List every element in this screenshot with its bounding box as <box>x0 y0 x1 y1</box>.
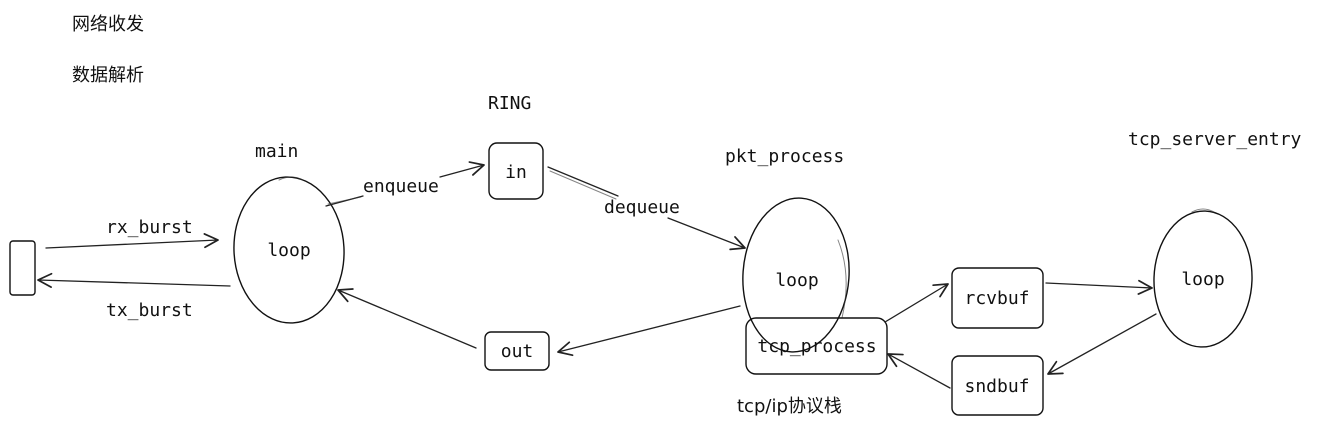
tcp-ip-stack-label: tcp/ip协议栈 <box>737 396 842 417</box>
server-loop-label: loop <box>1181 269 1224 290</box>
rcvbuf-label: rcvbuf <box>964 288 1029 309</box>
out-to-main-arrow <box>337 288 477 349</box>
pkt-loop-label: loop <box>775 270 818 291</box>
dequeue-arrow <box>547 166 746 251</box>
pkt-process-label: pkt_process <box>725 146 844 167</box>
rx-burst-arrow <box>45 233 219 249</box>
pkt-to-out-arrow <box>557 305 741 357</box>
main-label: main <box>255 141 298 162</box>
dequeue-label: dequeue <box>604 197 680 218</box>
enqueue-arrow <box>325 161 485 207</box>
tx-burst-arrow <box>37 272 231 288</box>
tcp-process-label: tcp_process <box>757 336 876 357</box>
server-to-sndbuf-arrow <box>1047 313 1157 375</box>
ring-out-node: out <box>484 331 550 371</box>
ring-label: RING <box>488 93 531 114</box>
pkt-loop-node: loop <box>742 197 850 353</box>
server-loop-node: loop <box>1153 208 1253 348</box>
main-loop-label: loop <box>267 240 310 261</box>
tx-burst-label: tx_burst <box>106 300 193 321</box>
note-data-parsing: 数据解析 <box>72 65 144 86</box>
ring-in-node: in <box>488 142 544 200</box>
main-loop-node: loop <box>233 176 345 324</box>
tcp-to-rcvbuf-arrow <box>884 283 949 323</box>
tcp-process-node: tcp_process <box>745 317 888 375</box>
sndbuf-to-tcp-arrow <box>887 353 951 389</box>
tcp-server-entry-label: tcp_server_entry <box>1128 129 1302 150</box>
nic-device-box <box>9 240 36 296</box>
rx-burst-label: rx_burst <box>106 217 193 238</box>
rcvbuf-node: rcvbuf <box>951 267 1044 329</box>
ring-in-label: in <box>505 162 527 183</box>
enqueue-label: enqueue <box>363 176 439 197</box>
ring-out-label: out <box>501 341 534 362</box>
rcvbuf-to-server-arrow <box>1045 279 1153 295</box>
note-network-io: 网络收发 <box>72 14 144 35</box>
sndbuf-label: sndbuf <box>964 376 1029 397</box>
sndbuf-node: sndbuf <box>951 355 1044 416</box>
